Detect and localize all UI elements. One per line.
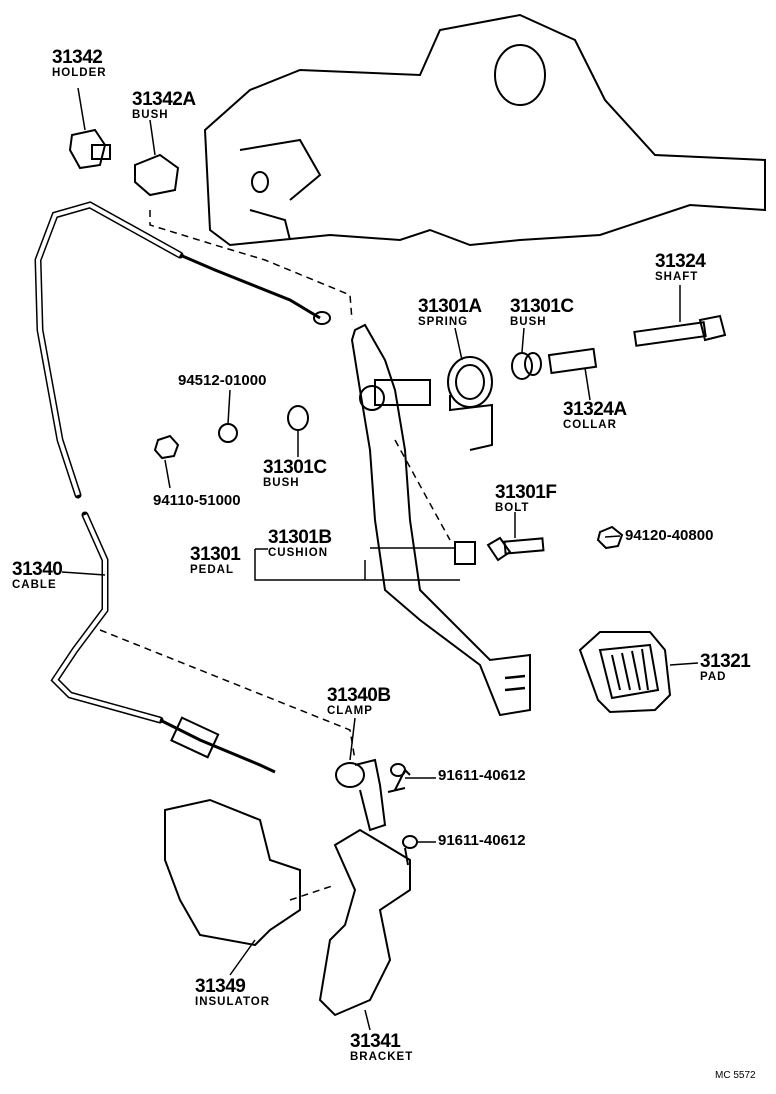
part-number: 94512-01000 bbox=[178, 372, 267, 389]
part-number: 31301B bbox=[268, 527, 332, 548]
clamp-bolt-part bbox=[387, 763, 411, 793]
label-washer: 94512-01000 bbox=[178, 373, 266, 389]
shaft-part bbox=[633, 314, 727, 347]
part-number: 31349 bbox=[195, 976, 246, 997]
part-name: CUSHION bbox=[268, 547, 329, 559]
pedal-part bbox=[350, 323, 531, 717]
bolt-part bbox=[486, 536, 545, 562]
part-number: 31340 bbox=[12, 559, 63, 580]
part-number: 31324A bbox=[563, 399, 627, 420]
bracket-part bbox=[318, 828, 411, 1017]
part-number: 91611-40612 bbox=[438, 832, 526, 849]
part-name: PAD bbox=[700, 671, 727, 683]
part-number: 31301F bbox=[495, 482, 557, 503]
bracket-bolt-part bbox=[402, 835, 418, 866]
diagram-code: MC 5572 bbox=[715, 1070, 756, 1081]
bush-c-left-part bbox=[287, 405, 309, 431]
part-number: 94120-40800 bbox=[625, 527, 714, 544]
part-number: 91611-40612 bbox=[438, 767, 526, 784]
label-nut-right: 94120-40800 bbox=[625, 528, 713, 544]
label-bracket-bolt: 91611-40612 bbox=[438, 833, 526, 849]
part-number: 31342 bbox=[52, 47, 103, 68]
nut-left-part bbox=[153, 434, 180, 460]
collar-part bbox=[547, 347, 598, 375]
bush-c-right-part bbox=[511, 352, 542, 380]
part-number: 31301A bbox=[418, 296, 482, 317]
firewall-body bbox=[203, 13, 766, 247]
part-number: 31301 bbox=[190, 544, 241, 565]
part-name: BUSH bbox=[263, 477, 300, 489]
part-name: BRACKET bbox=[350, 1051, 414, 1063]
part-number: 31301C bbox=[510, 296, 574, 317]
part-name: SHAFT bbox=[655, 271, 699, 283]
label-clamp-bolt: 91611-40612 bbox=[438, 768, 526, 784]
pad-part bbox=[578, 631, 672, 714]
holder-part bbox=[68, 128, 111, 170]
part-number: 31301C bbox=[263, 457, 327, 478]
part-name: COLLAR bbox=[563, 419, 617, 431]
part-name: SPRING bbox=[418, 316, 469, 328]
part-name: INSULATOR bbox=[195, 996, 271, 1008]
bush-a-part bbox=[134, 153, 180, 197]
part-name: HOLDER bbox=[52, 67, 107, 79]
holder-mount-hole bbox=[251, 171, 269, 193]
cushion-part bbox=[454, 541, 476, 565]
label-nut-left: 94110-51000 bbox=[153, 493, 241, 509]
part-name: BUSH bbox=[510, 316, 547, 328]
part-name: CABLE bbox=[12, 579, 57, 591]
part-number: 31321 bbox=[700, 651, 751, 672]
part-name: CLAMP bbox=[327, 705, 373, 717]
part-name: BOLT bbox=[495, 502, 530, 514]
part-number: 31341 bbox=[350, 1031, 401, 1052]
part-number: 31340B bbox=[327, 685, 391, 706]
firewall-hole bbox=[494, 44, 546, 106]
spring-part bbox=[447, 356, 493, 451]
part-number: 94110-51000 bbox=[153, 492, 241, 509]
washer-part bbox=[218, 423, 238, 443]
cable-part bbox=[34, 201, 184, 724]
part-name: PEDAL bbox=[190, 564, 234, 576]
part-number: 31342A bbox=[132, 89, 196, 110]
nut-right-part bbox=[596, 525, 624, 550]
insulator-part bbox=[164, 798, 301, 947]
clamp-part bbox=[335, 758, 387, 832]
part-name: BUSH bbox=[132, 109, 169, 121]
part-number: 31324 bbox=[655, 251, 706, 272]
